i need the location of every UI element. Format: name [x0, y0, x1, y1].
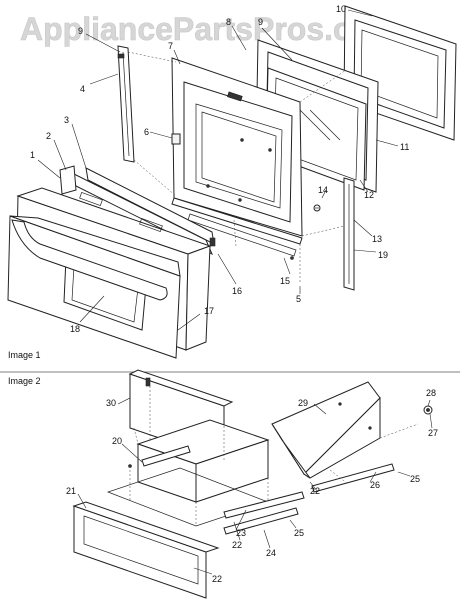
image2-label: Image 2: [8, 376, 41, 386]
callout-15: 15: [280, 276, 290, 286]
image1-label: Image 1: [8, 350, 41, 360]
image2-drawer-assembly: Image 2: [8, 369, 438, 599]
part-24-slide-rail: [223, 491, 305, 535]
part-28-knob: [423, 405, 433, 415]
callout-14: 14: [318, 185, 328, 195]
part-14-screw: [313, 204, 321, 212]
part-6-clip: [171, 133, 181, 145]
part-17-door-handle: [11, 219, 168, 301]
callout-4: 4: [80, 84, 85, 94]
callout-1: 1: [30, 150, 35, 160]
callout-22b: 22: [232, 540, 242, 550]
callout-18: 18: [70, 324, 80, 334]
callout-9: 9: [78, 26, 83, 36]
callout-9b: 9: [258, 17, 263, 27]
callout-13: 13: [372, 234, 382, 244]
callout-8: 8: [226, 17, 231, 27]
part-2-bracket: [59, 165, 77, 195]
callout-3: 3: [64, 115, 69, 125]
part-20-rail: [128, 445, 191, 468]
part-29-side-panel: [271, 381, 381, 479]
callout-24: 24: [266, 548, 276, 558]
callout-22c: 22: [310, 486, 320, 496]
callout-6: 6: [144, 127, 149, 137]
callout-11: 11: [400, 142, 409, 152]
callout-30: 30: [106, 398, 116, 408]
watermark-text: AppliancePartsPros.com: [20, 11, 399, 47]
callout-2: 2: [46, 131, 51, 141]
image1-oven-door-assembly: 1 2 3 4 9 6 7 8 9 10 11 12 13 14 15 5 16…: [7, 4, 457, 360]
callout-20: 20: [112, 436, 122, 446]
callout-10: 10: [336, 4, 346, 14]
callout-25b: 25: [410, 474, 420, 484]
callout-17: 17: [204, 306, 214, 316]
callout-29: 29: [298, 398, 308, 408]
callout-23: 23: [236, 528, 246, 538]
callout-12: 12: [364, 190, 374, 200]
part-7-inner-door-panel: [171, 57, 303, 237]
callout-22a: 22: [212, 574, 222, 584]
part-21-drawer-front: [72, 501, 220, 599]
callout-21: 21: [66, 486, 76, 496]
callout-26: 26: [370, 480, 380, 490]
callout-25a: 25: [294, 528, 304, 538]
part-26-rail: [311, 463, 395, 493]
callout-19: 19: [378, 250, 388, 260]
callout-16: 16: [232, 286, 242, 296]
part-13-right-channel: [343, 177, 355, 291]
part-4-left-channel: [117, 45, 135, 163]
callout-28: 28: [426, 388, 436, 398]
callout-27: 27: [428, 428, 438, 438]
callout-7: 7: [168, 41, 173, 51]
callout-5: 5: [296, 294, 301, 304]
